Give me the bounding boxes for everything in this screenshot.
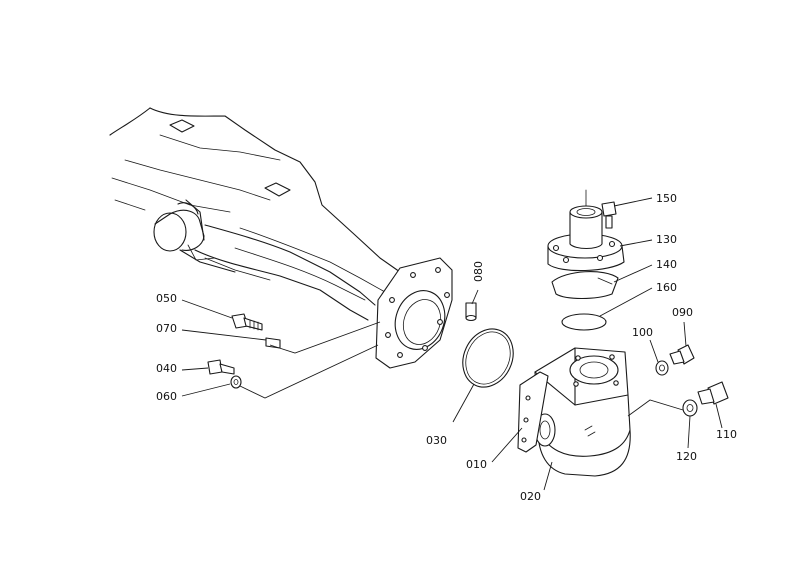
callout-070: 070: [156, 322, 177, 335]
washer-120: [682, 399, 698, 417]
o-ring-160: [561, 313, 607, 331]
callout-120: 120: [676, 450, 697, 463]
callout-150: 150: [656, 192, 677, 205]
callout-040: 040: [156, 362, 177, 375]
callout-labels: 010 020 030 040 050 060 070 080 090 100 …: [156, 192, 737, 503]
plate-140: [551, 271, 619, 300]
callout-140: 140: [656, 258, 677, 271]
bolt-040: [207, 359, 235, 375]
callout-050: 050: [156, 292, 177, 305]
bolt-050: [231, 313, 263, 331]
cover-130: [547, 189, 625, 272]
callout-130: 130: [656, 233, 677, 246]
callout-110: 110: [716, 428, 737, 441]
callout-090: 090: [672, 306, 693, 319]
callout-080: 080: [472, 261, 485, 282]
plug-090: [669, 344, 695, 365]
callout-160: 160: [656, 281, 677, 294]
plug-110: [697, 381, 729, 405]
washer-100: [655, 360, 669, 376]
o-ring-030: [462, 328, 514, 388]
callout-100: 100: [632, 326, 653, 339]
washer-060: [230, 375, 242, 389]
bolt-150: [601, 201, 617, 229]
callout-030: 030: [426, 434, 447, 447]
pin-080: [465, 302, 477, 322]
final-case: [534, 347, 631, 477]
callout-020: 020: [520, 490, 541, 503]
callout-060: 060: [156, 390, 177, 403]
callout-010: 010: [466, 458, 487, 471]
gasket: [517, 371, 549, 453]
transmission-housing: [109, 107, 453, 369]
leader-lines: [181, 197, 723, 491]
washer-070: [265, 337, 281, 349]
